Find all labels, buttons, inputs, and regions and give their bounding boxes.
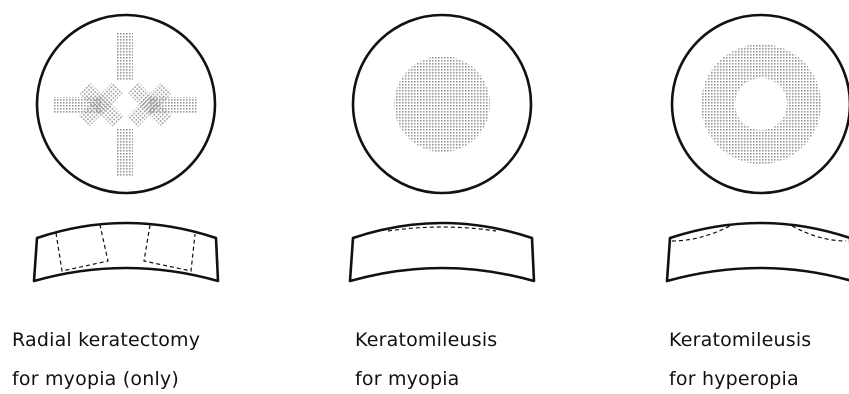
- treated-zone-central: [394, 56, 490, 152]
- ablation-line-central: [388, 227, 496, 231]
- caption-line2: for myopia: [355, 369, 497, 389]
- caption-line1: Keratomileusis: [669, 330, 811, 350]
- panel-keratomileusis-myopia: [350, 15, 534, 281]
- caption-radial-keratectomy: Radial keratectomy for myopia (only): [12, 330, 200, 389]
- cornea-cross-section-2: [350, 223, 534, 281]
- treated-zone-ring: [700, 43, 822, 165]
- caption-line2: for hyperopia: [669, 369, 811, 389]
- incision-outlines: [56, 225, 195, 271]
- caption-keratomileusis-myopia: Keratomileusis for myopia: [355, 330, 497, 389]
- incision-outline-right: [144, 225, 195, 271]
- caption-keratomileusis-hyperopia: Keratomileusis for hyperopia: [669, 330, 811, 389]
- cornea-cross-section-3: [667, 223, 849, 281]
- caption-line1: Keratomileusis: [355, 330, 497, 350]
- radial-incisions: [53, 32, 198, 177]
- panel-keratomileusis-hyperopia: [667, 15, 849, 281]
- radial-incision-top: [117, 32, 133, 80]
- cornea-cross-section-1: [34, 223, 218, 281]
- radial-incision-bottom: [117, 129, 133, 177]
- panel-radial-keratectomy: [34, 15, 218, 281]
- caption-line2: for myopia (only): [12, 369, 200, 389]
- incision-outline-left: [56, 225, 108, 271]
- caption-line1: Radial keratectomy: [12, 330, 200, 350]
